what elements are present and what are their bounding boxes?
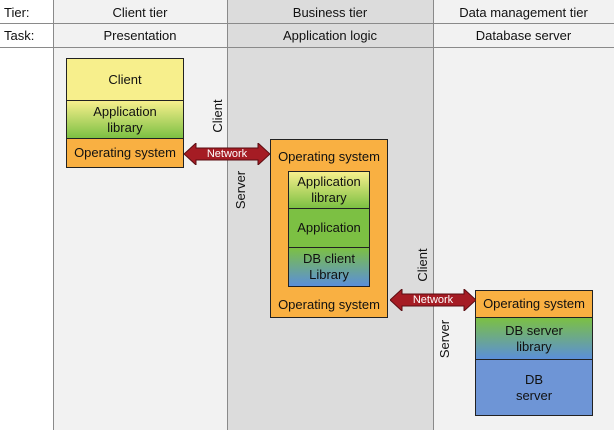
data-operating-system-label: Operating system xyxy=(483,296,585,311)
tier-data-management: Data management tier xyxy=(459,5,588,20)
business-operating-system-bottom: Operating system xyxy=(278,296,380,312)
business-operating-system-top: Operating system xyxy=(278,148,380,164)
client-block: Client xyxy=(66,58,184,101)
task-database-server: Database server xyxy=(475,28,572,43)
tier-business: Business tier xyxy=(292,5,368,20)
client-operating-system-label: Operating system xyxy=(74,145,176,160)
network-arrow-2 xyxy=(390,289,476,311)
db-server-block: DB server xyxy=(475,359,593,416)
business-application-block: Application xyxy=(288,208,370,248)
db-server-library-block: DB server library xyxy=(475,317,593,360)
header-divider-1 xyxy=(0,23,614,24)
network-label-2: Network xyxy=(412,294,454,306)
data-operating-system-block: Operating system xyxy=(475,290,593,318)
client-side-label-1: Client xyxy=(210,99,225,133)
server-side-label-2: Server xyxy=(437,319,452,359)
client-application-library-block: Application library xyxy=(66,100,184,139)
client-block-label: Client xyxy=(108,71,142,87)
business-application-library-block: Application library xyxy=(288,171,370,209)
task-presentation: Presentation xyxy=(103,28,177,43)
network-arrow-1 xyxy=(184,143,270,165)
client-operating-system-block: Operating system xyxy=(66,138,184,168)
db-server-library-label: DB server library xyxy=(505,322,563,354)
column-divider-3 xyxy=(433,0,434,430)
server-side-label-1: Server xyxy=(233,170,248,210)
tier-client: Client tier xyxy=(112,5,168,20)
column-divider-2 xyxy=(227,0,228,430)
task-row-label: Task: xyxy=(4,28,35,43)
task-application-logic: Application logic xyxy=(283,28,377,43)
business-application-library-label: Application library xyxy=(297,174,361,205)
column-divider-1 xyxy=(53,0,54,430)
header-divider-2 xyxy=(0,47,614,48)
business-db-client-library-label: DB client Library xyxy=(302,251,356,282)
business-application-label: Application xyxy=(297,220,361,235)
db-server-label: DB server xyxy=(515,371,553,403)
client-application-library-label: Application library xyxy=(93,103,157,135)
network-label-1: Network xyxy=(206,148,248,160)
tier-row-label: Tier: xyxy=(4,5,30,20)
client-side-label-2: Client xyxy=(415,248,430,282)
business-db-client-library-block: DB client Library xyxy=(288,247,370,287)
